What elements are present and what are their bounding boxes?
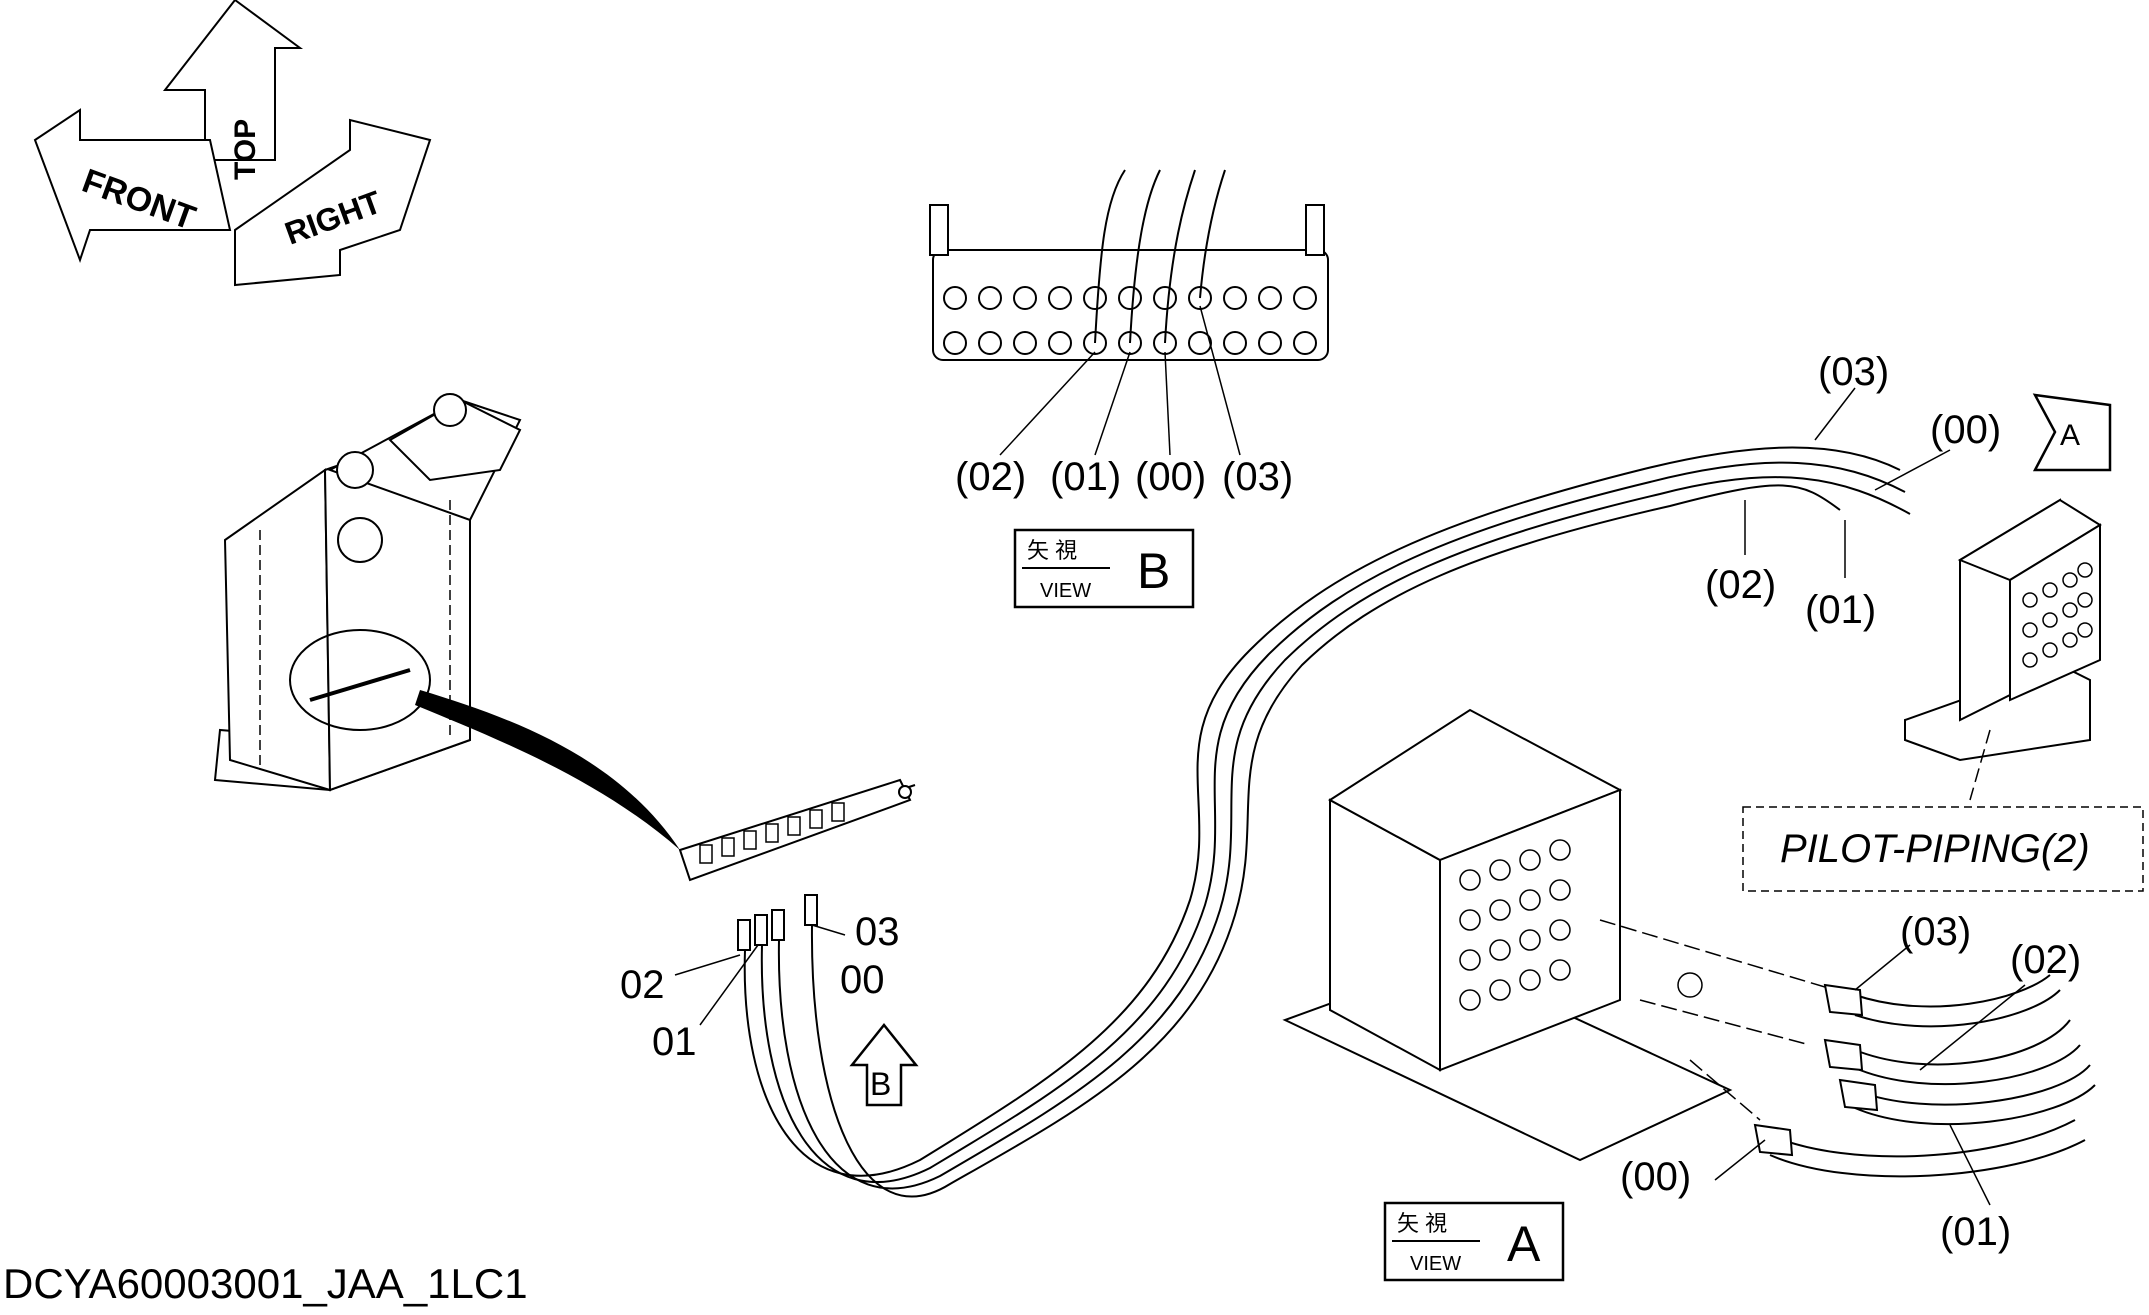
hose-bundle	[743, 446, 1911, 1198]
valve-callout-03: (03)	[1900, 910, 1971, 954]
view-b-arrow: B	[849, 1022, 919, 1107]
top-label: TOP	[229, 119, 262, 180]
leader-manifold-01	[699, 944, 759, 1026]
manifold-block	[678, 778, 916, 951]
pilot-valve-top	[1904, 498, 2102, 801]
orientation-indicator: FRONT TOP RIGHT	[33, 0, 432, 287]
leader-valve-02	[1919, 984, 2026, 1071]
valve-hose-ends	[1769, 974, 2096, 1178]
control-valve	[1282, 708, 1836, 1162]
leader-valve-03	[1854, 944, 1911, 991]
leader-valve-00	[1714, 1139, 1766, 1181]
view-b-view-text: VIEW	[1040, 580, 1091, 602]
leader-viewb-00	[1164, 351, 1171, 456]
leader-viewb-01	[1094, 351, 1131, 456]
manifold-callout-00: 00	[840, 958, 885, 1002]
top-arrow-shape	[162, 0, 304, 161]
top-callout-00: (00)	[1930, 408, 2001, 452]
detail-circle	[289, 629, 431, 731]
manifold-callout-03: 03	[855, 910, 900, 954]
view-b-callout-02: (02)	[955, 455, 1026, 499]
drawing-id: DCYA60003001_JAA_1LC1	[3, 1260, 528, 1307]
view-b-detail	[929, 169, 1329, 361]
view-b-label-box: 矢 視 VIEW B	[1013, 528, 1195, 609]
leader-top-03	[1814, 387, 1856, 441]
top-callout-02: (02)	[1705, 563, 1776, 607]
view-b-kanji: 矢 視	[1027, 538, 1077, 563]
view-a-arrow: A	[2032, 393, 2112, 472]
leader-valve-01	[1949, 1124, 1991, 1206]
view-a-letter: A	[1507, 1216, 1541, 1272]
pilot-piping-label: PILOT-PIPING(2)	[1780, 827, 2090, 871]
manifold-callout-02: 02	[620, 963, 665, 1007]
top-callout-01: (01)	[1805, 588, 1876, 632]
top-callout-03: (03)	[1818, 350, 1889, 394]
valve-callout-02: (02)	[2010, 938, 2081, 982]
view-b-callout-03: (03)	[1222, 455, 1293, 499]
leader-manifold-02	[674, 954, 741, 976]
leader-top-00	[1874, 449, 1951, 491]
view-a-view-text: VIEW	[1410, 1253, 1461, 1275]
leader-manifold-03	[811, 924, 846, 936]
valve-callout-00: (00)	[1620, 1155, 1691, 1199]
front-arrow-shape	[33, 108, 232, 263]
detail-leader	[415, 690, 680, 850]
view-a-label-box: 矢 視 VIEW A	[1383, 1201, 1565, 1282]
arrow-b-letter: B	[870, 1066, 891, 1102]
view-b-callout-00: (00)	[1135, 455, 1206, 499]
view-a-kanji: 矢 視	[1397, 1211, 1447, 1236]
valve-callout-01: (01)	[1940, 1210, 2011, 1254]
view-b-letter: B	[1137, 543, 1170, 599]
pilot-piping-reference: PILOT-PIPING(2)	[1742, 806, 2144, 892]
right-arrow-shape	[234, 118, 432, 287]
arrow-a-letter: A	[2060, 419, 2080, 452]
leader-viewb-03	[1199, 305, 1241, 456]
machine-frame	[213, 393, 680, 850]
manifold-callout-01: 01	[652, 1020, 697, 1064]
leader-viewb-02	[999, 351, 1096, 456]
view-b-callout-01: (01)	[1050, 455, 1121, 499]
